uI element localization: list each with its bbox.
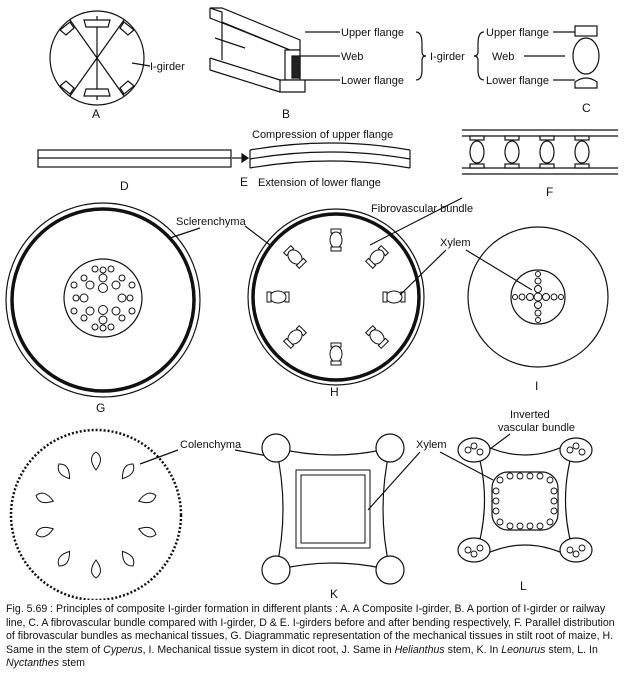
label-upper-flange-c: Upper flange [486,27,549,39]
caption-mid3: stem, L. In [548,643,598,656]
panel-label-a: A [92,107,100,121]
caption-mid1: , I. Mechanical tissue system in dicot r… [142,643,392,656]
label-i-girder-brace: I-girder [430,51,465,63]
i-girder-flanges [59,19,135,97]
panel-label-c: C [582,101,591,115]
caption-leonurus: Leonurus [501,643,546,656]
label-xylem-i: Xylem [440,237,471,249]
panel-label-e: E [240,175,248,189]
label-web-b: Web [341,51,363,63]
diagram-d-straight-girder [37,149,232,168]
leader-xylem-i [465,249,533,291]
label-i-girder-a: I-girder [150,61,185,73]
label-lower-flange-b: Lower flange [341,75,404,87]
leader-xylem-l [439,451,494,481]
diagram-b-rail-section [209,7,306,93]
leader-colenchyma-j [139,449,179,465]
label-web-c: Web [492,51,514,63]
caption-cyperus: Cyperus [103,643,143,656]
caption-mid2: stem, K. In [447,643,499,656]
diagram-k-leonurus-stem [261,433,405,585]
diagram-f-parallel-bundles [462,129,618,175]
diagram-a-composite-girder [49,10,151,106]
diagram-i-dicot-root [467,226,609,368]
i-girder-spokes [69,16,125,100]
leader-sclerenchyma-h [244,225,271,246]
figure-caption: Fig. 5.69 : Principles of composite I-gi… [6,603,618,671]
diagram-e-bent-girder [249,142,411,169]
panel-label-d: D [120,179,129,193]
label-colenchyma: Colenchyma [180,439,242,451]
arrow-d-to-e [232,152,250,164]
brace-right [473,31,485,81]
leader-fibrovascular [369,197,463,246]
diagram-l-nyctanthes-stem [457,437,593,563]
label-inverted-1: Inverted [510,409,550,421]
label-extension: Extension of lower flange [258,177,381,189]
leader-xylem-k [367,451,421,511]
label-xylem-k: Xylem [416,439,447,451]
leader-xylem-h [399,249,447,296]
label-fibrovascular-bundle: Fibrovascular bundle [371,203,473,215]
panel-label-g: G [96,401,105,415]
caption-lead: Fig. 5.69 : Principles of composite I-gi… [6,603,615,656]
diagram-c-bundle [524,25,600,89]
caption-helianthus: Helianthus [394,643,445,656]
panel-label-b: B [282,107,290,121]
diagram-g-stilt-root [5,202,201,398]
caption-tail: stem [61,657,85,670]
label-upper-flange-b: Upper flange [341,27,404,39]
panel-label-l: L [520,579,527,593]
panel-label-k: K [330,587,338,600]
label-compression: Compression of upper flange [252,129,393,141]
diagram-j-helianthus-stem [9,428,183,600]
brace-left [415,31,427,81]
label-sclerenchyma: Sclerenchyma [176,216,247,228]
figure-canvas: I-girder A Upper flange Web Lower flange… [5,7,618,600]
label-inverted-2: vascular bundle [498,422,575,434]
panel-label-f: F [546,185,553,199]
label-lower-flange-c: Lower flange [486,75,549,87]
diagram-h-cyperus-stem [247,208,425,386]
label-lines-b [300,31,340,81]
panel-label-h: H [330,385,339,399]
leader-colenchyma-k [234,449,269,457]
leader-sclerenchyma-g [169,227,201,239]
panel-label-i: I [535,379,538,393]
caption-nyctanthes: Nyctanthes [6,657,59,670]
